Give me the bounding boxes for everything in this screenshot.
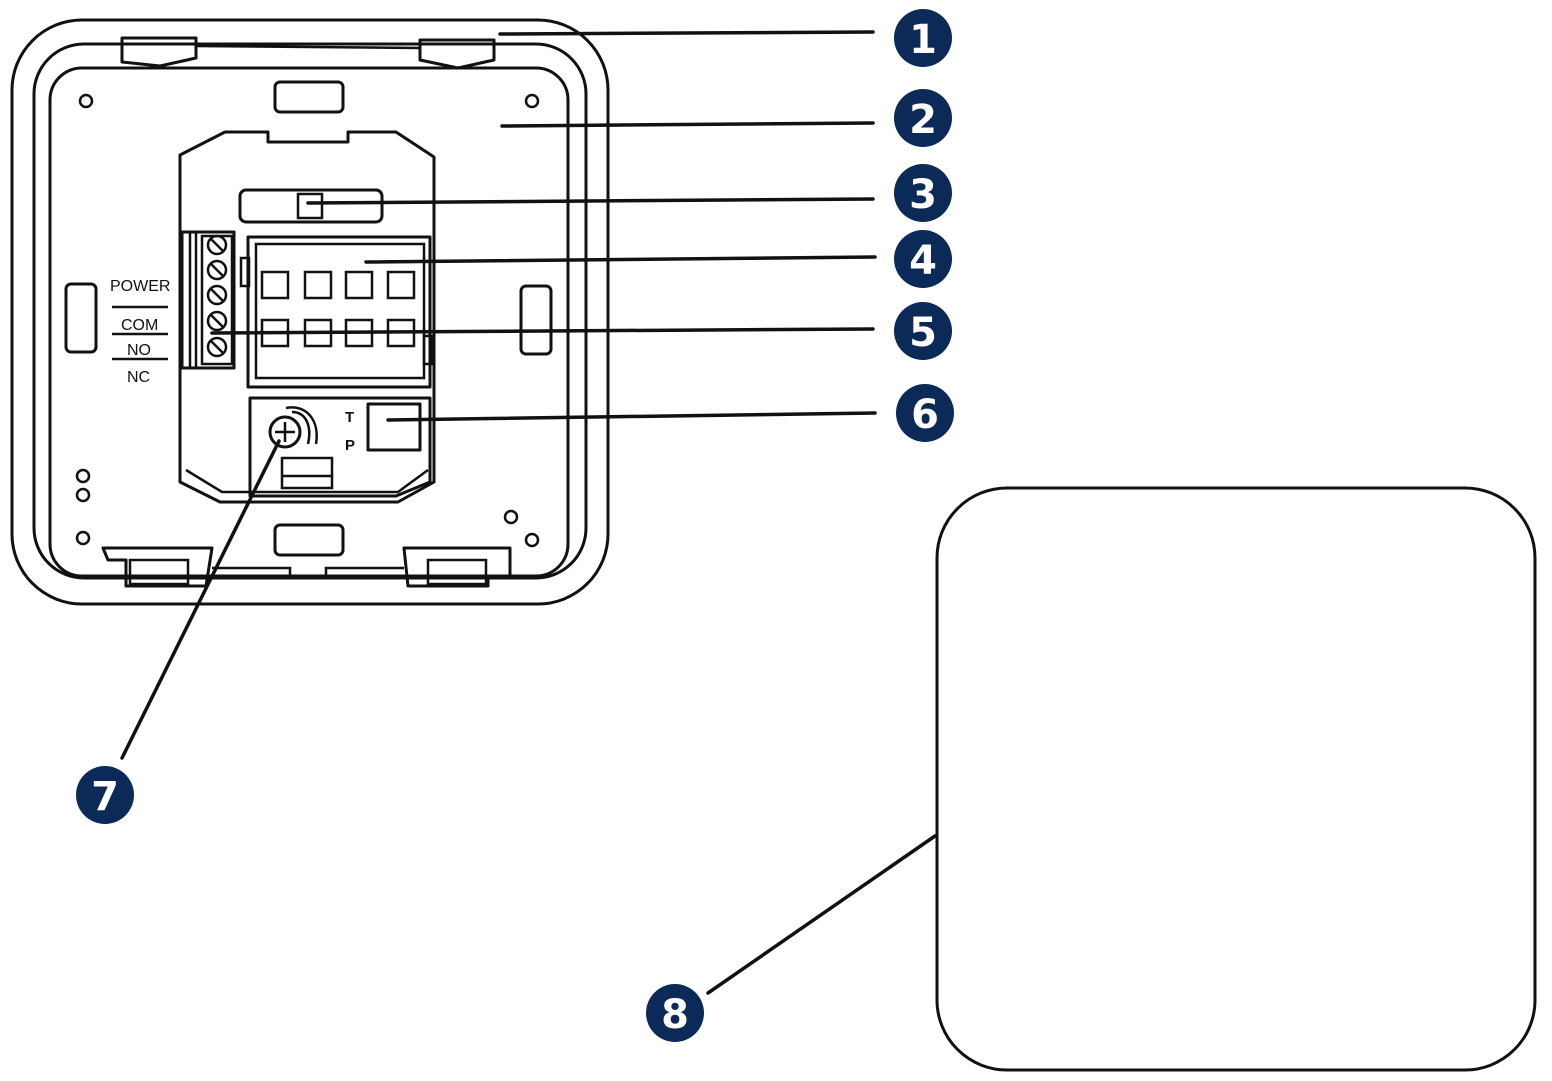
terminal-label-com: COM xyxy=(121,317,158,334)
back-plate-panel xyxy=(48,66,570,578)
terminal-label-no: NO xyxy=(127,342,151,359)
svg-text:7: 7 xyxy=(91,774,119,820)
callout-2: 2 xyxy=(894,89,952,147)
top-clip-left xyxy=(120,36,198,68)
screw-hole xyxy=(503,509,519,525)
mounting-slot-top xyxy=(273,80,345,114)
tp-switch xyxy=(366,402,422,452)
front-cover xyxy=(935,486,1537,1072)
leader-line-4 xyxy=(364,255,877,264)
leader-line-1 xyxy=(498,30,875,36)
mounting-slot-bottom xyxy=(273,523,345,557)
screw-hole xyxy=(75,530,91,546)
leader-line-5 xyxy=(210,327,875,335)
terminal-block xyxy=(180,230,236,370)
callout-4: 4 xyxy=(894,230,952,288)
back-plate-outer-frame xyxy=(10,18,610,606)
switch-label-t: T xyxy=(345,409,354,426)
svg-text:4: 4 xyxy=(909,238,937,284)
terminal-label-nc: NC xyxy=(127,369,150,386)
svg-text:6: 6 xyxy=(911,392,939,438)
mounting-slot-right xyxy=(519,284,553,356)
bottom-clip-right xyxy=(402,546,512,588)
terminal-screws xyxy=(206,234,228,358)
svg-text:8: 8 xyxy=(661,992,689,1038)
leader-line-7 xyxy=(120,439,281,760)
module-housing xyxy=(178,130,436,504)
callout-7: 7 xyxy=(76,766,134,824)
screw-hole xyxy=(78,93,94,109)
leader-lines xyxy=(120,30,937,995)
screw-hole xyxy=(524,532,540,548)
mounting-slot-left xyxy=(64,282,98,354)
callout-8: 8 xyxy=(646,984,704,1042)
callout-1: 1 xyxy=(894,9,952,67)
back-plate-inner-frame xyxy=(32,42,588,580)
bottom-clip-left xyxy=(101,546,214,588)
leader-line-2 xyxy=(500,121,875,128)
svg-text:5: 5 xyxy=(909,310,937,356)
callout-6: 6 xyxy=(896,384,954,442)
screw-hole xyxy=(524,93,540,109)
screw-hole xyxy=(75,468,91,484)
screw-hole xyxy=(75,487,91,503)
adjustment-screw xyxy=(268,406,318,449)
svg-text:3: 3 xyxy=(909,172,937,218)
callout-5: 5 xyxy=(894,302,952,360)
back-plate xyxy=(10,18,610,606)
terminal-label-power: POWER xyxy=(110,278,170,295)
svg-text:1: 1 xyxy=(909,17,937,63)
switch-label-p: P xyxy=(345,437,355,454)
top-clip-right xyxy=(418,38,496,70)
leader-line-6 xyxy=(386,411,877,422)
central-module: POWER COM NO NC T P xyxy=(110,130,436,504)
leader-line-3 xyxy=(306,197,875,205)
dip-switch xyxy=(238,188,384,224)
callout-3: 3 xyxy=(894,164,952,222)
svg-text:2: 2 xyxy=(909,97,937,143)
leader-line-8 xyxy=(706,834,937,995)
relay-block xyxy=(246,235,432,389)
callouts: 1 2 3 4 5 6 7 8 xyxy=(76,9,954,1042)
